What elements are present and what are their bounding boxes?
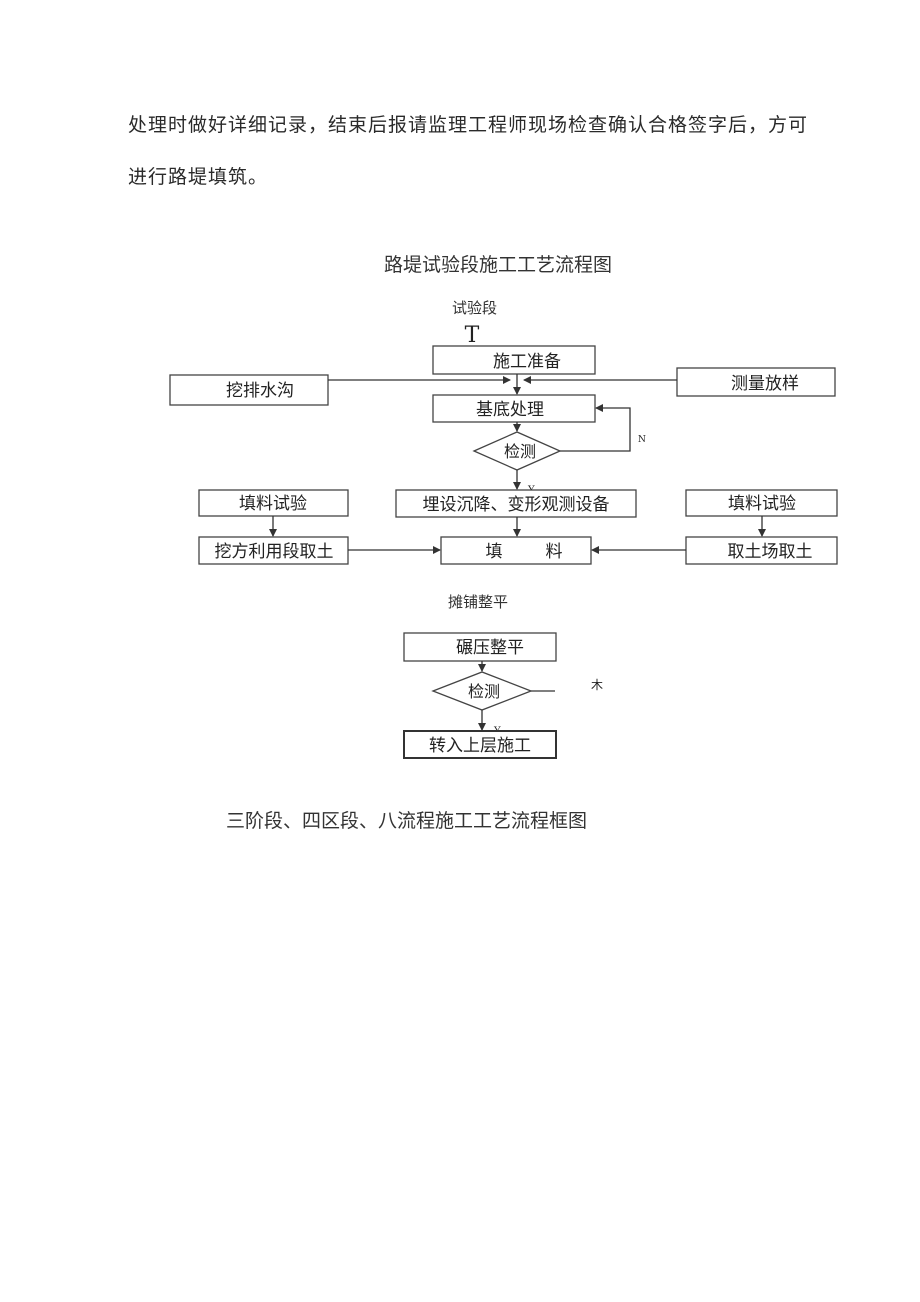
- start-label: 试验段: [452, 299, 498, 317]
- node-borrow-left-label: 挖方利用段取土: [215, 542, 334, 562]
- side-mark: 木: [591, 678, 603, 692]
- node-prep-label: 施工准备: [493, 352, 561, 372]
- footer-caption: 三阶段、四区段、八流程施工工艺流程框图: [226, 810, 588, 832]
- node-prep-box: [432, 345, 596, 375]
- node-ditch-box: [169, 374, 329, 406]
- start-mark: T: [465, 323, 480, 348]
- flowchart-title: 路堤试验段施工工艺流程图: [384, 254, 613, 276]
- node-borrow-left-box: [198, 536, 349, 565]
- node-test-left-box: [198, 489, 349, 517]
- node-compact-label: 碾压整平: [456, 638, 524, 658]
- node-check1-label: 检测: [504, 442, 536, 461]
- node-monitor-label: 埋设沉降、变形观测设备: [423, 495, 610, 515]
- node-ditch-label: 挖排水沟: [226, 381, 294, 401]
- paragraph-line-1: 处理时做好详细记录，结束后报请监理工程师现场检查确认合格签字后，方可: [128, 114, 809, 136]
- node-base-label: 基底处理: [476, 400, 544, 420]
- node-test-left-label: 填料试验: [239, 494, 307, 514]
- node-compact-box: [403, 632, 557, 662]
- node-fill-box: [440, 536, 592, 565]
- node-fill-label-b: 料: [546, 542, 563, 562]
- spread-label: 摊铺整平: [448, 593, 509, 611]
- node-borrow-right-box: [685, 536, 838, 565]
- node-base-box: [432, 394, 596, 423]
- node-monitor-box: [395, 489, 637, 518]
- node-test-right-box: [685, 489, 838, 517]
- node-test-right-label: 填料试验: [728, 494, 796, 514]
- node-survey-label: 测量放样: [731, 374, 799, 394]
- arrow-check1-no-loop: [560, 404, 631, 452]
- node-check2-label: 检测: [468, 682, 500, 701]
- node-borrow-right-label: 取土场取土: [728, 542, 813, 562]
- no-mark-1: N: [638, 435, 646, 445]
- node-fill-label-a: 填: [486, 542, 503, 562]
- paragraph-line-2: 进行路堤填筑。: [128, 166, 269, 188]
- node-next-layer-box: [403, 730, 557, 759]
- node-next-layer-label: 转入上层施工: [429, 736, 531, 756]
- node-survey-box: [676, 367, 836, 397]
